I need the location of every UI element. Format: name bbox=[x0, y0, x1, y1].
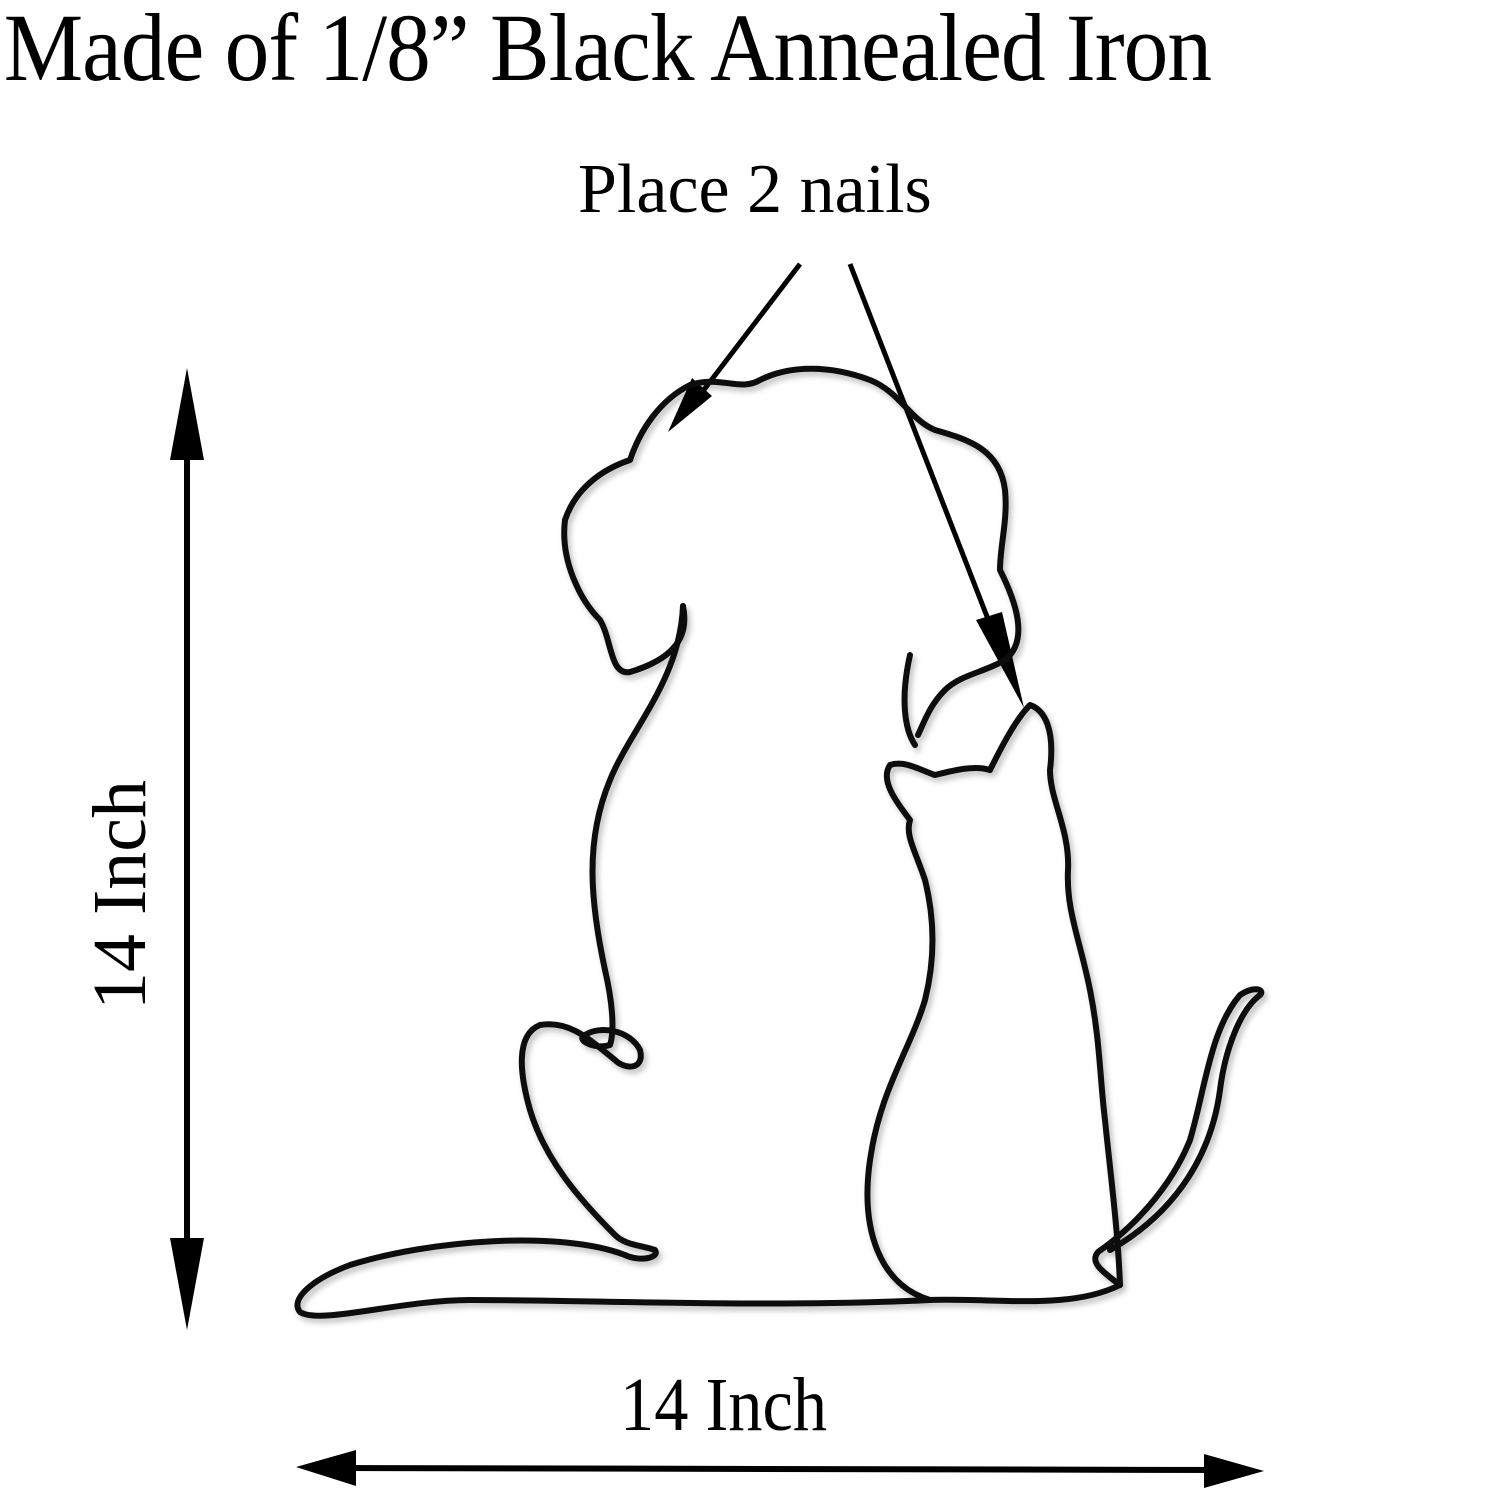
arrow-icon bbox=[668, 262, 1024, 708]
nails-instruction-label: Place 2 nails bbox=[578, 151, 932, 228]
wire-silhouette bbox=[294, 365, 1265, 1319]
double-arrow-horizontal-icon bbox=[296, 1450, 1264, 1488]
double-arrow-vertical-icon bbox=[170, 368, 204, 1330]
width-dimension-label: 14 Inch bbox=[620, 1363, 828, 1447]
title-heading: Made of 1/8” Black Annealed Iron bbox=[3, 0, 1212, 101]
